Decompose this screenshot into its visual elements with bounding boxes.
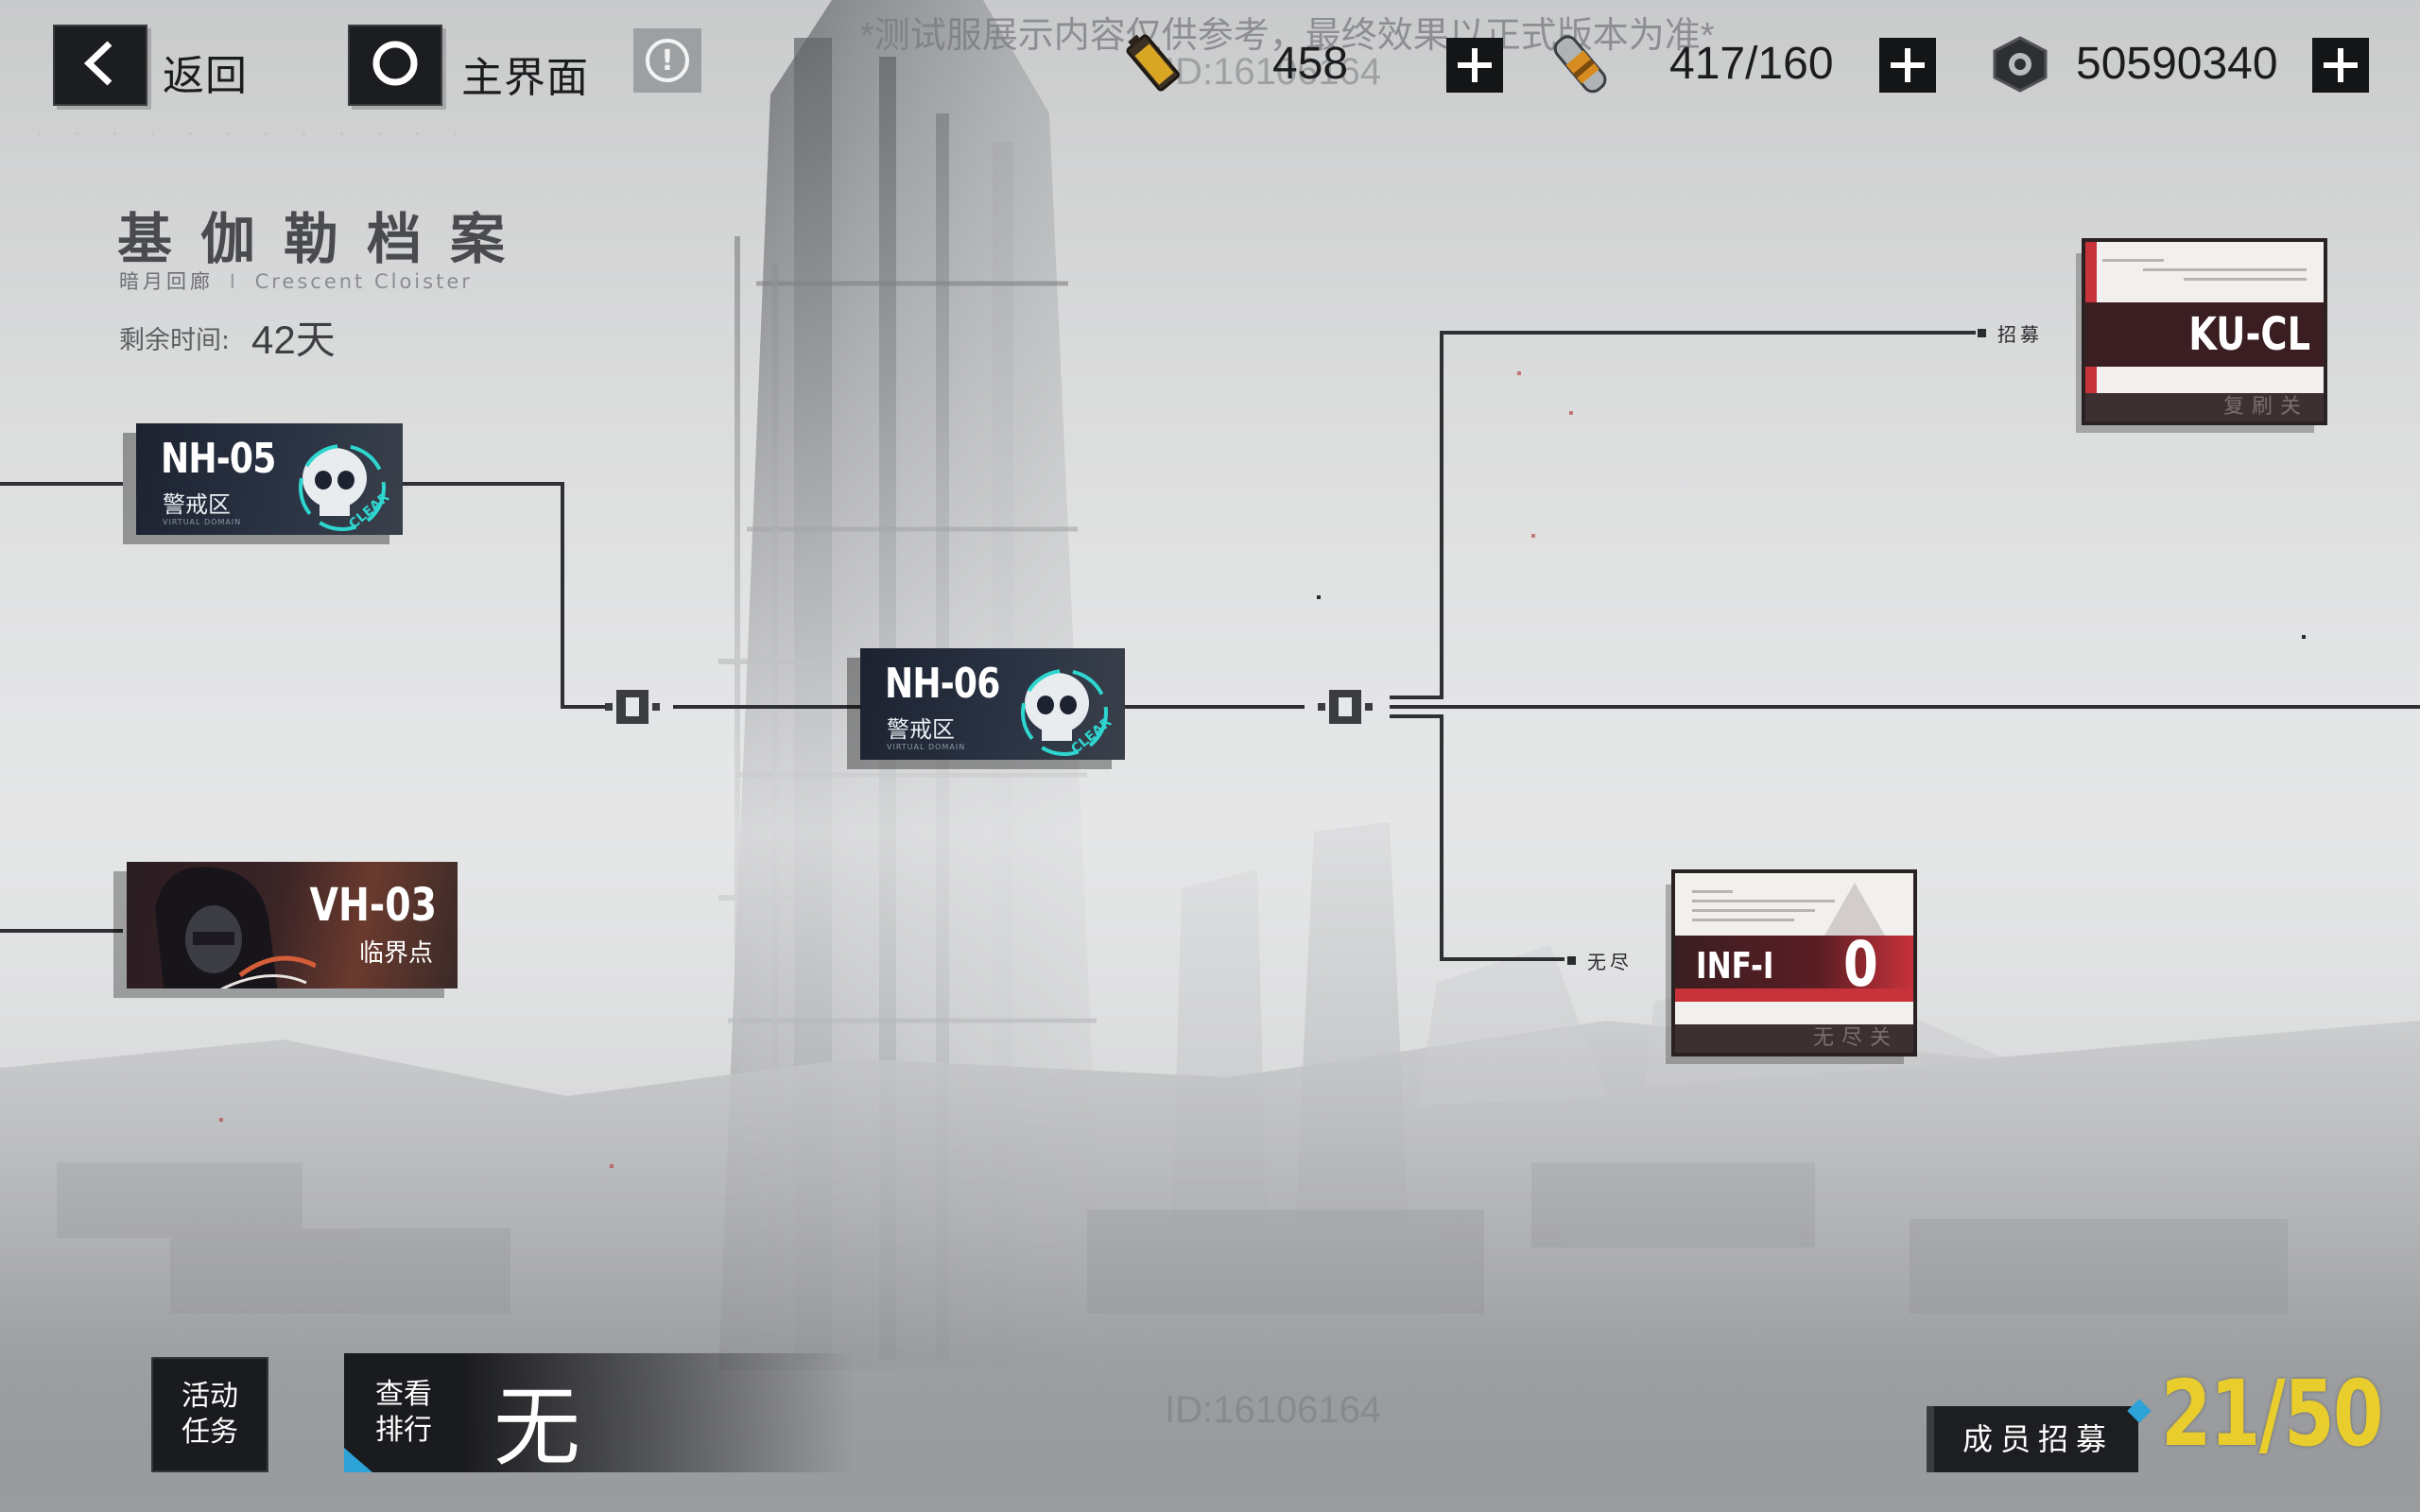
tasks-label-line2: 任务 [182,1416,238,1449]
event-tasks-button[interactable]: 活动 任务 [151,1357,268,1472]
exclamation-icon: ! [646,39,689,82]
home-label[interactable]: 主界面 [461,55,589,101]
stage-domain-caption: VIRTUAL DOMAIN [163,518,242,526]
player-id-watermark: ID:16106164 [1165,51,1382,93]
tasks-label-line1: 活动 [182,1380,238,1413]
endless-tag: 无尽 [1567,947,1633,974]
event-subtitle-cn: 暗月回廊 [119,270,214,293]
ammo-capsule-icon [1547,28,1616,104]
stage-code: NH-05 [161,435,276,483]
stage-footer: 无尽关 [1675,1024,1913,1053]
remaining-time-value: 42天 [251,318,336,362]
stage-code: NH-06 [885,660,1000,708]
stage-zone: 临界点 [358,939,433,968]
view-ranking-button[interactable]: 查看 排行 [344,1353,463,1472]
stage-code-band: INF-I 0 [1675,928,1913,1001]
event-subtitle-en: Crescent Cloister [254,270,473,293]
skull-clear-icon: CLEAR [1008,658,1115,760]
skull-clear-icon: CLEAR [285,433,392,535]
stage-card-nh-05[interactable]: NH-05 警戒区 VIRTUAL DOMAIN CLEAR [136,423,403,535]
stage-code: KU-CL [2188,308,2310,361]
chevron-left-icon [79,38,121,93]
document-lines [2102,259,2307,287]
recruit-count: 21/50 [2161,1361,2383,1467]
stage-card-nh-06[interactable]: NH-06 警戒区 VIRTUAL DOMAIN CLEAR [860,648,1125,760]
resource-nut-value: 50590340 [2076,39,2278,89]
tag-dot [1567,956,1576,965]
back-label[interactable]: 返回 [163,53,248,99]
battery-icon [1121,28,1187,104]
stage-domain-caption: VIRTUAL DOMAIN [887,743,966,751]
junction-node-left [605,682,660,731]
resource-ammo-value: 417/160 [1669,39,1834,89]
endless-tag-label: 无尽 [1587,951,1633,973]
info-button[interactable]: ! [633,28,701,93]
member-recruit-button[interactable]: 成员招募 [1934,1406,2139,1472]
remaining-time-label: 剩余时间: [119,326,231,355]
ranking-panel [344,1353,855,1472]
recruit-tag: 招募 [1978,319,2043,347]
event-title: 基伽勒档案 [117,207,534,271]
rank-label-line1: 查看 [375,1378,432,1411]
document-lines [1692,890,1896,928]
back-button[interactable] [53,25,147,106]
red-rule [1675,988,1913,1002]
masked-character-portrait [127,862,318,988]
stage-footer: 复刷关 [2085,393,2324,421]
circle-home-icon [370,38,421,93]
add-battery-button[interactable] [1446,38,1503,93]
tag-dot [1978,329,1986,337]
rank-label-line2: 排行 [375,1414,432,1447]
stage-code: VH-03 [309,879,437,932]
stage-code: INF-I [1696,945,1774,987]
stage-zone: 警戒区 [163,491,231,518]
recruit-tag-label: 招募 [1997,323,2043,346]
hex-nut-icon [1989,34,2051,98]
resource-battery-value: 458 [1272,39,1349,89]
rank-value: 无 [493,1377,581,1478]
player-id-watermark-bottom: ID:16106164 [1165,1389,1382,1431]
add-ammo-button[interactable] [1879,38,1936,93]
add-nut-button[interactable] [2312,38,2369,93]
event-subtitle: 暗月回廊 I Crescent Cloister [119,270,473,293]
stage-card-inf-i[interactable]: INF-I 0 无尽关 [1675,873,1913,1053]
stage-code-band: KU-CL [2085,302,2324,367]
stage-card-ku-cl[interactable]: KU-CL 复刷关 [2085,242,2324,421]
stage-zone: 警戒区 [887,716,955,743]
stage-card-vh-03[interactable]: VH-03 临界点 [127,862,458,988]
junction-node-right [1318,682,1373,731]
home-button[interactable] [348,25,442,106]
